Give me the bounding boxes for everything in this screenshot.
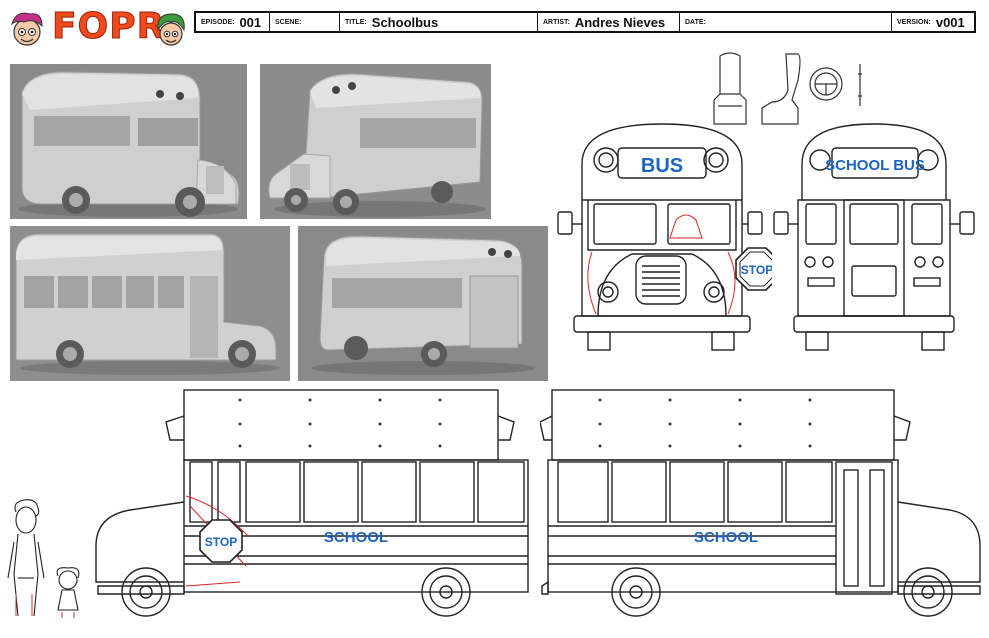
side-right-text: SCHOOL [694, 529, 758, 546]
front-view-drawing: STOP BUS [557, 123, 772, 351]
logo: FOPR [6, 6, 186, 50]
episode-label: EPISODE: [201, 18, 235, 26]
date-field: DATE: [680, 13, 892, 31]
back-view-drawing: SCHOOL BUS [773, 123, 975, 351]
bus-render-image [260, 64, 491, 219]
render-rear-three-quarter [298, 226, 548, 381]
version-label: VERSION: [897, 18, 931, 26]
artist-value: Andres Nieves [574, 14, 666, 30]
title-value: Schoolbus [371, 14, 439, 30]
side-view-right-drawing: SCHOOL [540, 389, 981, 617]
artist-label: ARTIST: [543, 18, 570, 26]
seat-side-icon [761, 53, 801, 125]
side-left-text: SCHOOL [324, 529, 388, 546]
stop-sign-text: STOP [741, 263, 772, 277]
logo-text: FOPR [51, 6, 166, 48]
episode-field: EPISODE: 001 [196, 13, 270, 31]
side-view-left-drawing: STOP SCHOOL [95, 389, 529, 617]
render-front-left [260, 64, 491, 219]
steering-wheel-icon [809, 67, 843, 101]
title-label: TITLE: [345, 18, 367, 26]
seat-front-icon [713, 52, 747, 125]
version-value: v001 [935, 14, 965, 30]
episode-value: 001 [239, 14, 262, 30]
scene-label: SCENE: [275, 18, 302, 26]
front-sign-text: BUS [641, 155, 683, 177]
interior-props [713, 52, 862, 125]
stop-sign: STOP [735, 247, 772, 291]
bus-render-image [10, 226, 290, 381]
title-block: EPISODE: 001 SCENE: TITLE: Schoolbus ART… [194, 11, 976, 33]
artist-field: ARTIST: Andres Nieves [538, 13, 680, 31]
version-field: VERSION: v001 [892, 13, 974, 31]
bus-render-image [298, 226, 548, 381]
side-stop-text: STOP [205, 535, 237, 549]
render-side [10, 226, 290, 381]
bus-render-image [10, 64, 247, 219]
back-sign-text: SCHOOL BUS [825, 157, 925, 174]
title-field: TITLE: Schoolbus [340, 13, 538, 31]
date-label: DATE: [685, 18, 706, 26]
wanda-head-icon [157, 13, 185, 46]
character-scale-reference [7, 499, 80, 618]
scene-field: SCENE: [270, 13, 340, 31]
cosmo-head-icon [10, 12, 43, 46]
render-front-three-quarter [10, 64, 247, 219]
side-stop-sign: STOP [199, 519, 243, 563]
